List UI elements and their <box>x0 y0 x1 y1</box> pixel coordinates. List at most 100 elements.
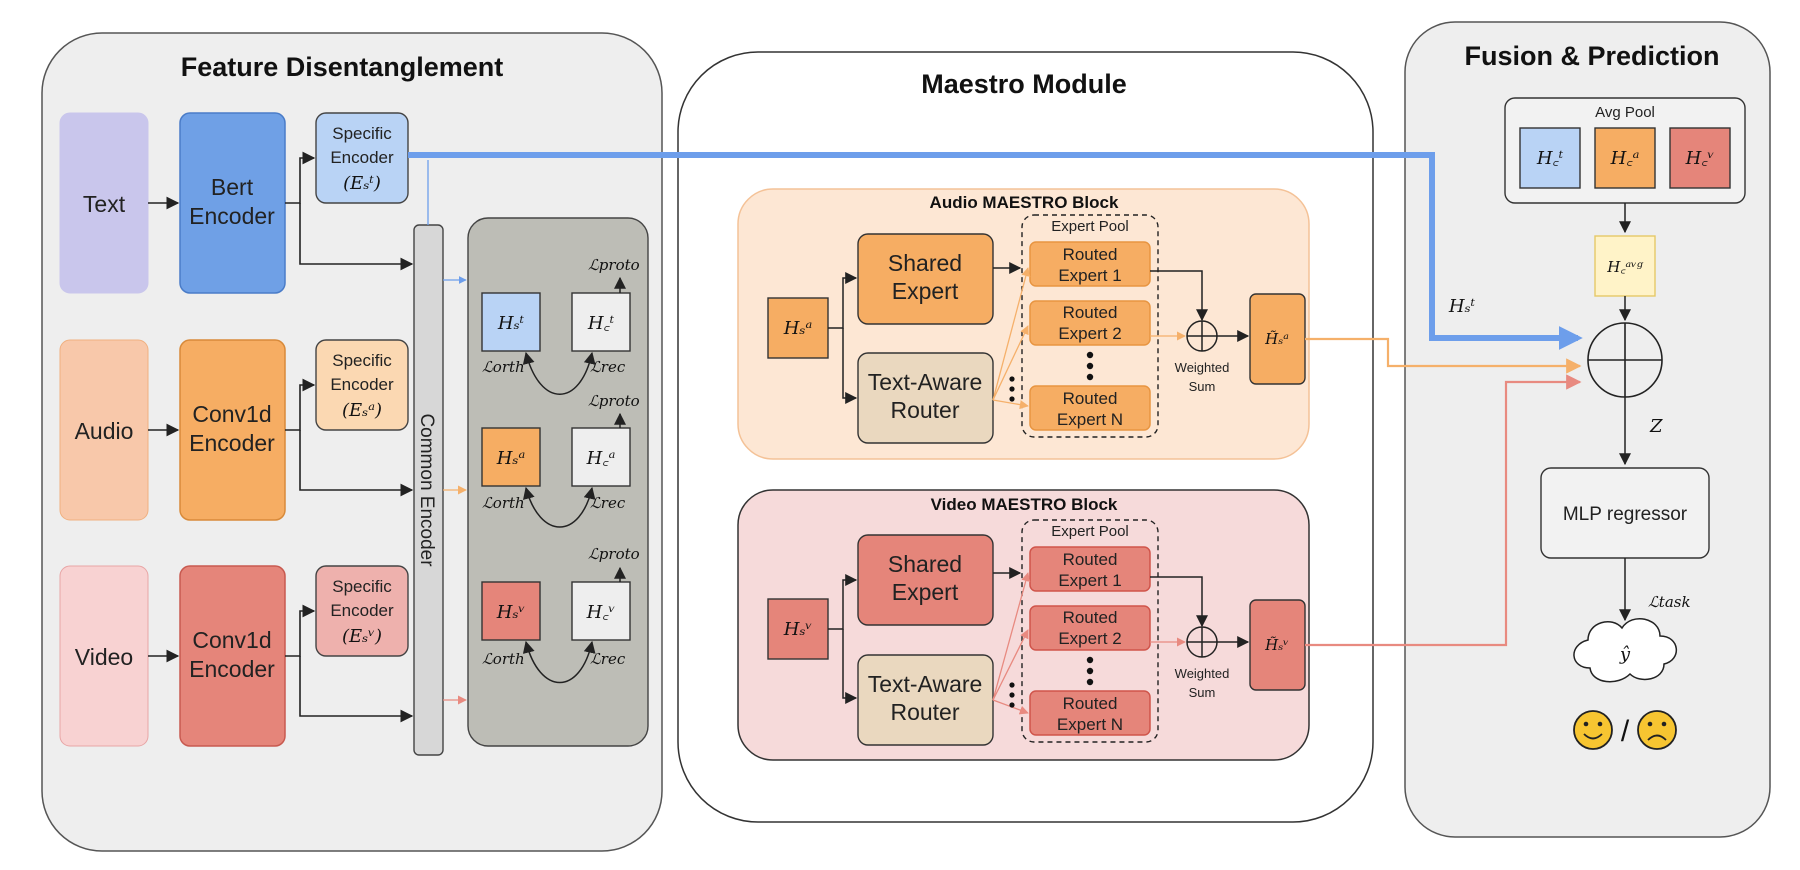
audio-expert-ellipsis-icon <box>1086 351 1094 381</box>
prediction-cloud-icon <box>1573 618 1677 683</box>
audio-pool-label: Expert Pool <box>1051 218 1129 235</box>
audio-proto-loss: ℒproto <box>588 392 640 410</box>
audio-shared-label-1: Shared <box>888 250 962 276</box>
audio-shared-expert <box>857 233 994 325</box>
video-specific-label-2: Encoder <box>330 601 394 620</box>
common-encoder-label: Common Encoder <box>416 413 437 567</box>
audio-specific-label-1: Specific <box>332 351 392 370</box>
bert-encoder-label-1: Bert <box>211 174 254 200</box>
sad-face-icon <box>1637 710 1677 750</box>
video-input-label: Video <box>75 644 133 670</box>
video-shared-label-2: Expert <box>892 579 959 605</box>
audio-hs-box <box>481 427 541 487</box>
audio-hc-box <box>571 427 631 487</box>
video-weighted-label-2: Sum <box>1189 685 1216 700</box>
video-router-label-1: Text-Aware <box>868 671 983 697</box>
audio-specific-encoder-box <box>315 339 409 431</box>
audio-weighted-label-1: Weighted <box>1175 360 1230 375</box>
audio-expert1-line2: Expert 1 <box>1058 266 1121 285</box>
text-rec-loss: ℒrec <box>590 358 626 376</box>
video-specific-label-1: Specific <box>332 577 392 596</box>
audio-shared-label-2: Expert <box>892 278 959 304</box>
audio-weighted-label-2: Sum <box>1189 379 1216 394</box>
video-weighted-label-1: Weighted <box>1175 666 1230 681</box>
pooled-audio-label: H꜀ᵃ <box>1610 148 1640 169</box>
video-block-arrows <box>828 567 1250 704</box>
audio-orth-loss: ℒorth <box>482 494 525 512</box>
video-rec-loss: ℒrec <box>590 650 626 668</box>
video-encoder-label-1: Conv1d <box>192 627 271 653</box>
audio-routed-expert-n <box>1029 385 1151 431</box>
audio-encoder-label-1: Conv1d <box>192 401 271 427</box>
video-specific-symbol: (Eₛᵛ) <box>342 626 382 647</box>
text-skip-arrow <box>408 152 1583 350</box>
video-block-output-label: H̃ₛᵛ <box>1264 636 1289 654</box>
audio-expertn-line2: Expert N <box>1057 410 1123 429</box>
video-expert2-line2: Expert 2 <box>1058 629 1121 648</box>
video-sum-icon <box>1186 626 1218 658</box>
audio-block-input-label: Hₛᵃ <box>783 318 813 339</box>
video-orth-loss: ℒorth <box>482 650 525 668</box>
audio-output-arrow <box>1305 337 1582 374</box>
text-hc-label: H꜀ᵗ <box>587 313 615 334</box>
pooled-text-box <box>1519 127 1581 189</box>
audio-router-dispatch <box>992 267 1186 410</box>
audio-router-label-1: Text-Aware <box>868 369 983 395</box>
text-orth-loss: ℒorth <box>482 358 525 376</box>
video-block-title: Video MAESTRO Block <box>931 495 1118 514</box>
video-specific-encoder-box <box>315 565 409 657</box>
audio-specific-symbol: (Eₛᵃ) <box>342 400 382 421</box>
video-hc-box <box>571 581 631 641</box>
pooled-video-label: H꜀ᵛ <box>1685 148 1715 169</box>
audio-input-label: Audio <box>75 418 134 444</box>
text-hs-box <box>481 292 541 352</box>
video-expertn-line1: Routed <box>1063 694 1118 713</box>
pooled-audio-box <box>1594 127 1656 189</box>
emoji-separator: / <box>1621 715 1630 748</box>
mlp-regressor-label: MLP regressor <box>1563 504 1688 525</box>
feature-panel-title: Feature Disentanglement <box>181 52 504 82</box>
video-hs-box <box>481 581 541 641</box>
audio-sum-icon <box>1186 320 1218 352</box>
audio-expert2-line2: Expert 2 <box>1058 324 1121 343</box>
video-routed-expert-1 <box>1029 546 1151 592</box>
z-label: Z <box>1649 416 1663 437</box>
audio-block-output-label: H̃ₛᵃ <box>1264 330 1289 348</box>
bert-encoder-label-2: Encoder <box>189 203 275 229</box>
video-expertn-line2: Expert N <box>1057 715 1123 734</box>
text-hs-label: Hₛᵗ <box>497 313 525 334</box>
video-expert-ellipsis-icon <box>1086 656 1094 686</box>
maestro-panel-title: Maestro Module <box>921 69 1127 99</box>
audio-expert2-line1: Routed <box>1063 303 1118 322</box>
text-specific-symbol: (Eₛᵗ) <box>343 173 381 194</box>
text-proto-loss: ℒproto <box>588 256 640 274</box>
encoder-branch-arrows <box>285 151 414 723</box>
text-specific-label-2: Encoder <box>330 148 394 167</box>
video-block-input-label: Hₛᵛ <box>783 619 812 640</box>
video-shared-expert <box>857 534 994 626</box>
audio-block-title: Audio MAESTRO Block <box>930 193 1119 212</box>
pooled-text-label: H꜀ᵗ <box>1536 148 1564 169</box>
video-expert2-line1: Routed <box>1063 608 1118 627</box>
hc-avg-box <box>1594 235 1656 297</box>
fusion-panel-title: Fusion & Prediction <box>1464 41 1719 71</box>
video-router-label-2: Router <box>890 699 959 725</box>
audio-router-label-2: Router <box>890 397 959 423</box>
video-expert1-line2: Expert 1 <box>1058 571 1121 590</box>
video-expert1-line1: Routed <box>1063 550 1118 569</box>
video-encoder-label-2: Encoder <box>189 656 275 682</box>
audio-hc-label: H꜀ᵃ <box>586 448 616 469</box>
fusion-sum-icon <box>1587 322 1663 398</box>
input-arrows <box>148 196 180 663</box>
audio-expertn-line1: Routed <box>1063 389 1118 408</box>
fusion-panel <box>1404 21 1771 838</box>
text-hc-box <box>571 292 631 352</box>
video-pool-label: Expert Pool <box>1051 523 1129 540</box>
audio-encoder-label-2: Encoder <box>189 430 275 456</box>
video-proto-loss: ℒproto <box>588 545 640 563</box>
avg-pool-label: Avg Pool <box>1595 104 1655 121</box>
video-output-arrow <box>1305 374 1582 647</box>
video-router-ellipsis-icon <box>1009 682 1015 708</box>
audio-hs-label: Hₛᵃ <box>496 448 526 469</box>
